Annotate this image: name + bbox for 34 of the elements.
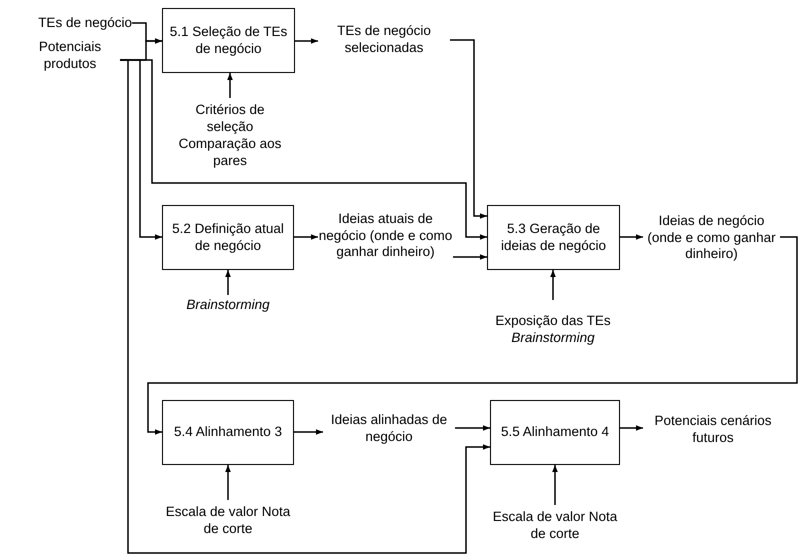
arrow <box>120 59 490 554</box>
arrow <box>225 465 231 500</box>
text-line: Ideias atuais de negócio (onde e como ganhar dinheiro) <box>318 210 453 262</box>
arrow <box>225 270 231 295</box>
process-box: 5.1 Seleção de TEs de negócio <box>162 8 295 73</box>
arrow <box>294 429 323 435</box>
text-line: Potenciais produtos <box>38 39 102 73</box>
text-line: Escala de valor Nota de corte <box>492 509 618 543</box>
text-line: TEs de negócio selecionadas <box>336 23 432 57</box>
arrow <box>294 234 318 240</box>
arrow <box>552 465 558 505</box>
arrow <box>453 254 487 260</box>
text-line: Ideias alinhadas de negócio <box>330 412 448 446</box>
process-box: 5.5 Alinhamento 4 <box>490 400 620 465</box>
process-box: 5.2 Definição atual de negócio <box>162 205 294 270</box>
arrow <box>620 425 643 431</box>
text-line: Comparação aos pares <box>178 136 282 170</box>
process-box: 5.4 Alinhamento 3 <box>162 400 294 465</box>
text-line: TEs de negócio <box>38 14 132 32</box>
text-line: Ideias de negócio (onde e como ganhar dinheiro) <box>646 212 777 264</box>
text-line: Critérios de seleção <box>194 102 266 136</box>
arrow <box>295 38 318 44</box>
text-line: Escala de valor Nota de corte <box>164 504 292 538</box>
process-box: 5.3 Geração de ideias de negócio <box>487 205 620 270</box>
arrow <box>147 236 798 435</box>
arrow <box>227 73 233 98</box>
text-line: Brainstorming <box>511 330 595 347</box>
arrow <box>620 234 643 240</box>
text-line: Brainstorming <box>186 296 270 314</box>
arrow <box>455 425 490 431</box>
arrow <box>450 39 487 219</box>
text-line: Potenciais cenários futuros <box>653 413 773 447</box>
text-line: Exposição das TEs <box>495 313 611 330</box>
arrow <box>550 270 556 300</box>
